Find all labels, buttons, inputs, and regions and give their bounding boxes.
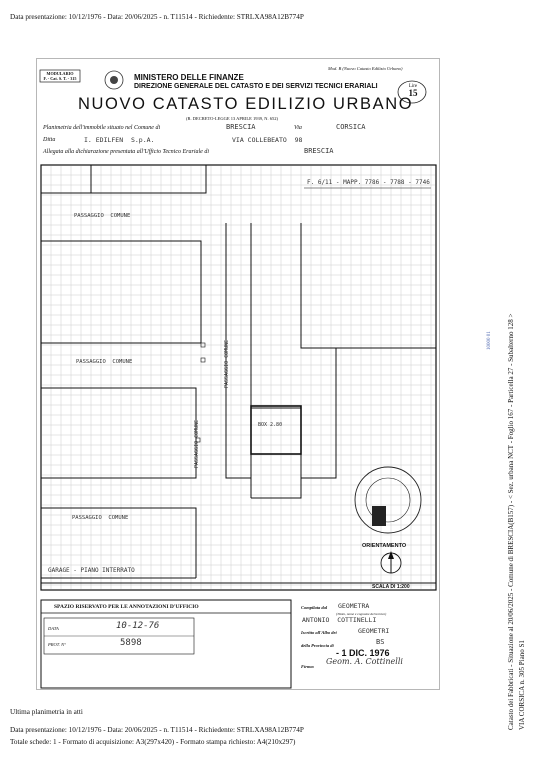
round-stamp [354,466,422,534]
data-value: 10-12-76 [116,621,160,631]
stamp-value: 15 [408,88,418,98]
compilata-value: GEOMETRA [338,602,370,610]
compilata-sub: (Titolo, nome e cognome del tecnico) [336,612,387,616]
passage-vertical-1: PASSAGGIO COMUNE [224,339,230,388]
allegata-city: BRESCIA [304,147,334,155]
plan-walls [41,165,436,584]
side-text: Catasto dei Fabbricati - Situazione al 2… [507,313,515,730]
iscritto-label: Iscritto all'Albo dei [301,630,337,635]
compilata-label: Compilata dal [301,605,328,610]
passage-label-3: PASSAGGIO COMUNE [72,515,129,521]
direction-name: DIREZIONE GENERALE DEL CATASTO E DEI SER… [134,83,378,90]
stamp-label: Lire [408,84,418,89]
plan-grid [42,166,435,589]
via-label: Via [294,125,302,131]
side-text-2: VIA CORSICA n. 305 Piano S1 [518,640,526,730]
provincia-value: BS [376,638,385,646]
firma-label: Firma: [301,664,315,669]
garage-label: GARAGE - PIANO INTERRATO [48,567,135,574]
planimetria-label: Planimetria dell'immobile situato nel Co… [43,125,161,131]
ditta-value: I. EDILFEN S.p.A. [84,136,155,144]
allegata-label: Allegata alla dichiarazione presentata a… [43,149,209,155]
plan-ref-code: F. 6/11 - MAPP. 7786 - 7788 - 7746 [307,179,430,186]
passage-label-1: PASSAGGIO COMUNE [74,213,131,219]
box-label: BOX 2.80 [258,422,283,428]
signature: Geom. A. Cottinelli [326,657,403,666]
data-label: DATA [48,626,59,631]
via-value: CORSICA [336,123,366,131]
passage-label-2: PASSAGGIO COMUNE [76,359,133,365]
passage-vertical-2: PASSAGGIO COMUNE [194,419,200,468]
ministry-name: MINISTERO DELLE FINANZE [134,73,244,82]
compiler-name: ANTONIO COTTINELLI [302,616,377,624]
provincia-label: della Provincia di [301,643,334,648]
prot-label: PROT. N° [48,642,66,647]
side-stamp: 10000 01 [487,331,492,350]
ditta-label: Ditta [43,137,56,143]
date-stamp: - 1 DIC. 1976 [336,648,390,658]
office-heading: SPAZIO RISERVATO PER LE ANNOTAZIONI D'UF… [54,604,199,610]
decree-ref: (R. DECRETO-LEGGE 13 APRILE 1939, N. 652… [186,116,279,121]
sheet-drawing [36,58,440,690]
prot-value: 5898 [120,638,142,648]
model-sub: F. - Cat. S. T. - 315 [43,76,77,81]
mod-ref: Mod. B (Nuovo Catasto Edilizio Urbano) [328,66,403,71]
model-code: MODULARIO [46,71,74,76]
footer-line-1: Data presentazione: 10/12/1976 - Data: 2… [10,726,304,734]
ditta-address: VIA COLLEBEATO 98 [232,136,303,144]
orientation-label: ORIENTAMENTO [362,543,407,549]
cadastral-sheet: MODULARIO F. - Cat. S. T. - 315 Mod. B (… [36,58,440,690]
iscritto-value: GEOMETRI [358,627,390,635]
header-top-line: Data presentazione: 10/12/1976 - Data: 2… [10,13,304,21]
scale-label: SCALA DI 1:200 [372,584,410,590]
comune-value: BRESCIA [226,123,256,131]
page-title: NUOVO CATASTO EDILIZIO URBANO [78,95,414,113]
footer-line-2: Totale schede: 1 - Formato di acquisizio… [10,738,296,746]
footer-note: Ultima planimetria in atti [10,708,83,716]
